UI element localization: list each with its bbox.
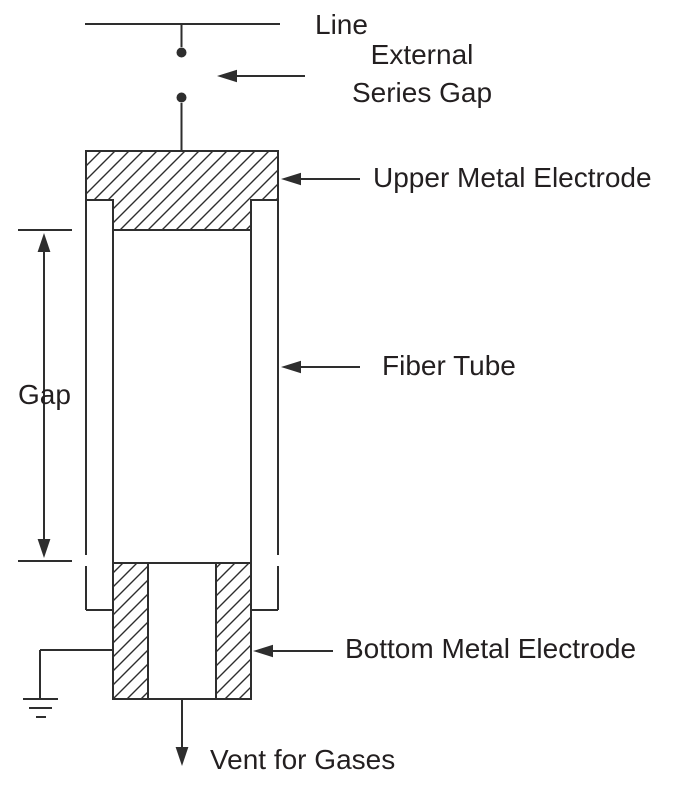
bottom-electrode-arrow-icon	[253, 644, 333, 658]
label-line: Line	[315, 9, 368, 40]
gap-arrow-up-icon	[37, 233, 51, 252]
label-vent-for-gases: Vent for Gases	[210, 744, 395, 775]
bottom-metal-electrode-shape	[112, 562, 252, 700]
label-external: External	[371, 39, 474, 70]
series-gap-dot-bottom	[176, 92, 187, 103]
fiber-tube-walls	[85, 200, 279, 699]
vent-arrow-icon	[175, 699, 189, 766]
label-bottom-metal-electrode: Bottom Metal Electrode	[345, 633, 636, 664]
upper-metal-electrode-shape	[85, 150, 279, 231]
external-series-gap	[176, 47, 187, 151]
upper-electrode-arrow-icon	[281, 172, 360, 186]
earth-ground-icon	[23, 698, 58, 718]
series-gap-dot-top	[176, 47, 187, 58]
label-series-gap: Series Gap	[352, 77, 492, 108]
gap-arrow-down-icon	[37, 539, 51, 558]
fiber-tube-arrow-icon	[281, 360, 360, 374]
ground-connection	[23, 649, 113, 718]
label-upper-metal-electrode: Upper Metal Electrode	[373, 162, 652, 193]
label-fiber-tube: Fiber Tube	[382, 350, 516, 381]
external-series-gap-arrow-icon	[217, 69, 305, 83]
line-conductor	[85, 23, 280, 47]
label-gap: Gap	[18, 379, 71, 410]
gap-dimension	[18, 229, 72, 562]
